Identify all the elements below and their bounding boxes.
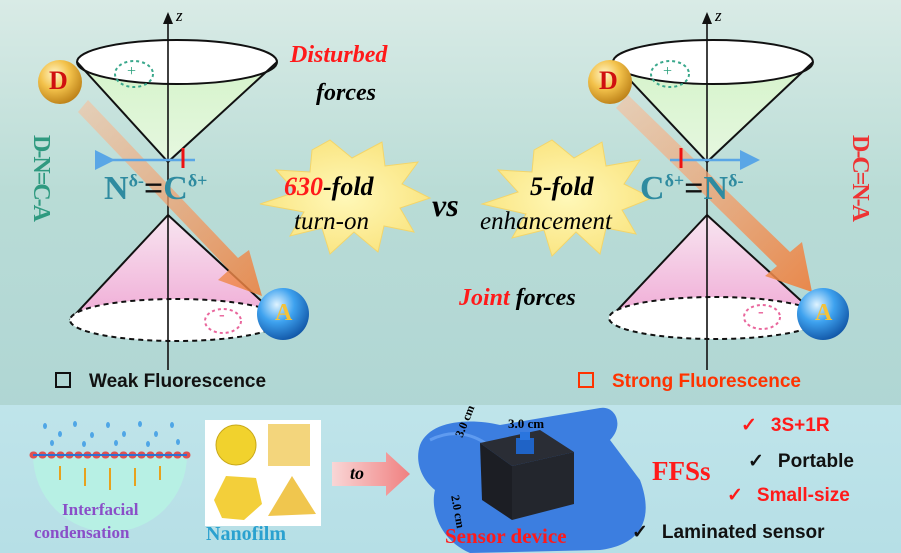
right-z-axis-label: z bbox=[715, 6, 722, 25]
right-starburst bbox=[480, 139, 654, 257]
right-burst-line1: 5-fold bbox=[530, 172, 594, 201]
nanofilm-photos bbox=[205, 420, 321, 526]
fold-suffix: -fold bbox=[323, 172, 374, 201]
feature-3s1r: ✓ 3S+1R bbox=[741, 414, 830, 437]
legend-strong: Strong Fluorescence bbox=[578, 371, 801, 393]
interfacial-condensation-illustration bbox=[29, 421, 191, 532]
left-burst-line1: 630-fold bbox=[284, 172, 374, 202]
feature-portable-label: Portable bbox=[777, 451, 854, 472]
disturbed-forces-label: forces bbox=[316, 80, 376, 106]
feature-small-size-label: Small-size bbox=[756, 485, 850, 506]
left-bond-n-charge: δ- bbox=[128, 170, 144, 191]
left-bond-double: = bbox=[143, 170, 164, 207]
right-cone bbox=[588, 12, 849, 370]
left-bond-group: Nδ-=Cδ+ bbox=[104, 170, 207, 208]
legend-weak-box-icon bbox=[55, 372, 71, 388]
right-minus-sign: - bbox=[758, 302, 764, 321]
sensor-device-photo bbox=[418, 407, 646, 553]
right-burst-line2: enhancement bbox=[480, 208, 612, 235]
joint-word: Joint bbox=[459, 285, 510, 311]
nanofilm-label: Nanofilm bbox=[206, 523, 286, 545]
check-icon: ✓ bbox=[727, 485, 743, 506]
to-label: to bbox=[350, 463, 365, 483]
right-acceptor-label: A bbox=[815, 300, 833, 326]
feature-small-size: ✓ Small-size bbox=[727, 484, 850, 507]
feature-portable: ✓ Portable bbox=[748, 450, 854, 473]
legend-strong-label: Strong Fluorescence bbox=[612, 371, 801, 392]
feature-laminated-sensor: ✓ Laminated sensor bbox=[632, 521, 825, 544]
check-icon: ✓ bbox=[741, 415, 757, 436]
check-icon: ✓ bbox=[632, 522, 648, 543]
legend-strong-box-icon bbox=[578, 372, 594, 388]
joint-forces-label: Joint forces bbox=[459, 285, 576, 312]
left-bond-c-charge: δ+ bbox=[187, 170, 208, 191]
check-icon: ✓ bbox=[748, 451, 764, 472]
right-bond-group: Cδ+=Nδ- bbox=[640, 170, 743, 208]
ffss-label: FFSs bbox=[652, 456, 711, 486]
feature-3s1r-label: 3S+1R bbox=[770, 415, 830, 436]
legend-weak: Weak Fluorescence bbox=[55, 371, 266, 393]
interfacial-line1: Interfacial bbox=[62, 500, 139, 519]
interfacial-line2: condensation bbox=[34, 523, 130, 542]
left-vertical-formula: D-N=C-A bbox=[28, 135, 54, 220]
left-plus-sign: + bbox=[127, 63, 137, 80]
left-bond-n: N bbox=[104, 170, 129, 207]
dimension-top: 3.0 cm bbox=[508, 416, 545, 431]
right-bond-c: C bbox=[640, 170, 665, 207]
left-minus-sign: - bbox=[219, 305, 225, 324]
joint-forces-word: forces bbox=[515, 285, 576, 311]
left-burst-line2: turn-on bbox=[294, 208, 369, 235]
to-arrow bbox=[332, 452, 410, 496]
left-starburst bbox=[259, 139, 432, 255]
legend-weak-label: Weak Fluorescence bbox=[89, 371, 267, 392]
left-acceptor-label: A bbox=[275, 300, 293, 326]
right-bond-double: = bbox=[684, 170, 704, 207]
sensor-device-label: Sensor device bbox=[445, 524, 567, 548]
left-z-axis-label: z bbox=[176, 6, 183, 25]
right-vertical-formula: D-C=N-A bbox=[847, 135, 873, 220]
feature-laminated-sensor-label: Laminated sensor bbox=[661, 522, 825, 543]
right-donor-label: D bbox=[599, 66, 618, 95]
right-bond-c-charge: δ+ bbox=[664, 170, 685, 191]
disturbed-label: Disturbed bbox=[290, 42, 388, 68]
left-donor-label: D bbox=[49, 66, 68, 95]
right-bond-n-charge: δ- bbox=[728, 170, 744, 191]
right-plus-sign: + bbox=[663, 63, 673, 80]
fold-number: 630 bbox=[284, 172, 323, 201]
vs-label: vs bbox=[432, 187, 459, 223]
left-bond-c: C bbox=[163, 170, 188, 207]
right-bond-n: N bbox=[703, 170, 729, 207]
left-cone bbox=[38, 12, 309, 370]
